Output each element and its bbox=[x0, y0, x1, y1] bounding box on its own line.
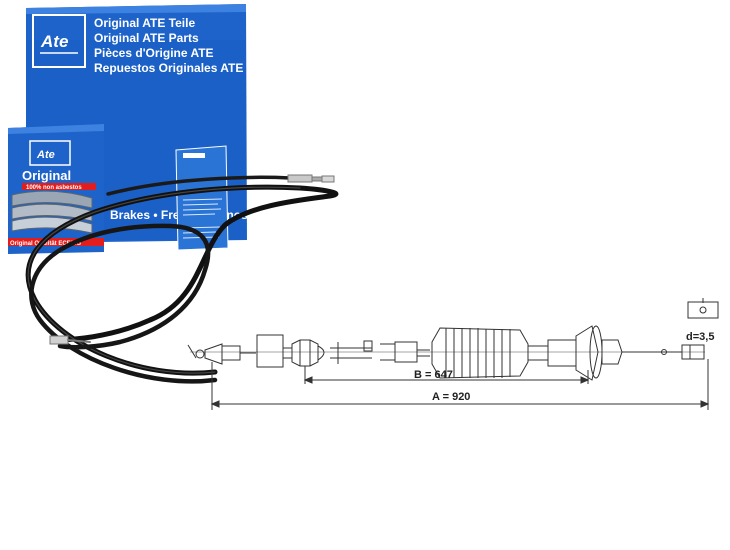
box-line-2: Original ATE Parts bbox=[94, 31, 199, 45]
small-box-footer: Original Qualität ECE/EG bbox=[10, 241, 81, 247]
ate-logo-text: Ate bbox=[40, 32, 68, 51]
small-box-logo: Ate bbox=[36, 149, 55, 161]
dimension-a-label: A = 920 bbox=[432, 391, 470, 403]
dimension-b-label: B = 647 bbox=[414, 369, 453, 381]
box-line-4: Repuestos Originales ATE bbox=[94, 61, 243, 75]
small-box-title: Original bbox=[22, 168, 71, 183]
small-box-badge: 100% non asbestos bbox=[26, 185, 82, 191]
ate-logo bbox=[32, 14, 86, 68]
box-line-3: Pièces d'Origine ATE bbox=[94, 46, 214, 60]
clutch-cable bbox=[25, 174, 339, 384]
technical-drawing bbox=[187, 298, 719, 410]
bellows-boot bbox=[431, 327, 529, 379]
ate-small-box: Ate Original 100% non asbestos Original … bbox=[8, 124, 104, 254]
box-line-1: Original ATE Teile bbox=[94, 16, 195, 30]
instruction-leaflet bbox=[175, 145, 229, 251]
brake-pads-icon bbox=[11, 190, 93, 234]
dimension-d-label: d=3,5 bbox=[686, 331, 714, 343]
